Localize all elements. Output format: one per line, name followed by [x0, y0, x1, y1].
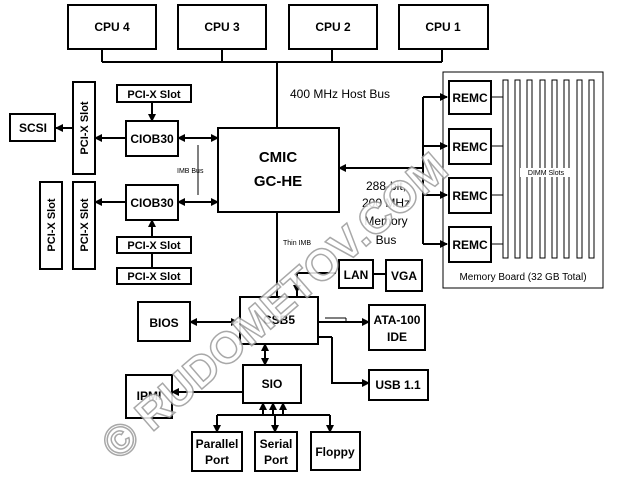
svg-text:PCI-X Slot: PCI-X Slot: [127, 89, 181, 101]
serial-label: Serial: [260, 437, 293, 451]
cpu-3: [177, 4, 267, 50]
ciob-connections: [55, 102, 156, 268]
host-bus-wires: [101, 49, 443, 128]
remc-1-label: REMC: [452, 91, 488, 105]
imb-bus-label: IMB Bus: [177, 168, 204, 175]
pci-x-slot-h3: [116, 267, 192, 285]
floppy-controller: [310, 431, 361, 471]
cpu-4: [67, 4, 157, 50]
svg-text:PCI-X Slot: PCI-X Slot: [46, 198, 58, 252]
cpu-row: CPU 4 CPU 3 CPU 2 CPU 1: [67, 4, 489, 50]
southbridge-connections: [171, 272, 370, 433]
svg-text:200 MHz: 200 MHz: [362, 196, 410, 210]
ciob30-top: [125, 120, 179, 157]
cpu-4-label: CPU 4: [94, 20, 130, 34]
parallel-port: [191, 431, 243, 472]
serial-sublabel: Port: [264, 453, 288, 467]
pci-x-slot-v3: [72, 181, 96, 270]
serial-port: [254, 431, 298, 472]
remc-2: [448, 128, 492, 165]
svg-text:PCI-X Slot: PCI-X Slot: [127, 240, 181, 252]
ciob30-bottom: [125, 184, 179, 221]
ide-label: IDE: [387, 330, 407, 344]
ciob30-bottom-label: CIOB30: [130, 196, 174, 210]
bios-label: BIOS: [149, 316, 178, 330]
pci-x-slot-h2: [116, 236, 192, 254]
svg-text:PCI-X Slot: PCI-X Slot: [79, 198, 91, 252]
thin-imb-label: Thin IMB: [283, 240, 311, 247]
cmic-sublabel: GC-HE: [254, 173, 302, 190]
usb-label: USB 1.1: [375, 378, 421, 392]
svg-text:PCI-X Slot: PCI-X Slot: [79, 101, 91, 155]
lan-controller: [338, 259, 374, 289]
pci-x-slot-v1: [72, 81, 96, 175]
remc-4: [448, 226, 492, 263]
svg-text:PCI-X Slot: PCI-X Slot: [127, 271, 181, 283]
svg-text:Memory: Memory: [364, 214, 407, 228]
memory-bus-wires: [338, 93, 448, 248]
csb5-label: CSB5: [263, 313, 295, 327]
dimm-slots-label: DIMM Slots: [528, 170, 565, 177]
pci-x-slots-vertical: PCI-X Slot PCI-X Slot PCI-X Slot: [39, 81, 96, 270]
scsi-label: SCSI: [19, 121, 47, 135]
memory-board-caption: Memory Board (32 GB Total): [459, 272, 586, 283]
cpu-2: [288, 4, 378, 50]
cpu-1-label: CPU 1: [425, 20, 461, 34]
ipmi-controller: [125, 374, 173, 419]
vga-label: VGA: [391, 269, 417, 283]
cpu-3-label: CPU 3: [204, 20, 240, 34]
sio-label: SIO: [262, 377, 283, 391]
cmic-label: CMIC: [259, 149, 297, 166]
bios-chip: [137, 301, 191, 342]
vga-controller: [385, 259, 423, 292]
floppy-label: Floppy: [315, 445, 355, 459]
ata-label: ATA-100: [374, 313, 421, 327]
pci-x-slot-h1: [116, 84, 192, 103]
remc-2-label: REMC: [452, 140, 488, 154]
ipmi-label: IPMI: [137, 389, 162, 403]
scsi-controller: [9, 113, 56, 142]
ciob30-top-label: CIOB30: [130, 132, 174, 146]
pci-x-slots-horizontal: PCI-X Slot PCI-X Slot PCI-X Slot: [116, 84, 192, 285]
host-bus-label: 400 MHz Host Bus: [290, 87, 390, 101]
cpu-1: [398, 4, 489, 50]
svg-text:288-bit,: 288-bit,: [366, 179, 406, 193]
remc-4-label: REMC: [452, 238, 488, 252]
imb-bus-wires: [177, 134, 219, 206]
remc-to-dimm-lines: [491, 96, 503, 245]
lan-label: LAN: [344, 268, 369, 282]
svg-text:Bus: Bus: [376, 233, 397, 247]
cmic-northbridge: [217, 127, 340, 213]
csb5-southbridge: [239, 296, 319, 345]
ata-ide-controller: [368, 304, 426, 351]
pci-x-slot-v2: [39, 181, 63, 270]
usb-controller: [368, 369, 429, 401]
sio-controller: [242, 364, 302, 404]
parallel-sublabel: Port: [205, 453, 229, 467]
parallel-label: Parallel: [196, 437, 239, 451]
remc-3-label: REMC: [452, 189, 488, 203]
memory-board: DIMM Slots Memory Board (32 GB Total) RE…: [442, 71, 604, 289]
memory-bus-label: 288-bit, 200 MHz Memory Bus: [362, 179, 410, 247]
cpu-2-label: CPU 2: [315, 20, 351, 34]
